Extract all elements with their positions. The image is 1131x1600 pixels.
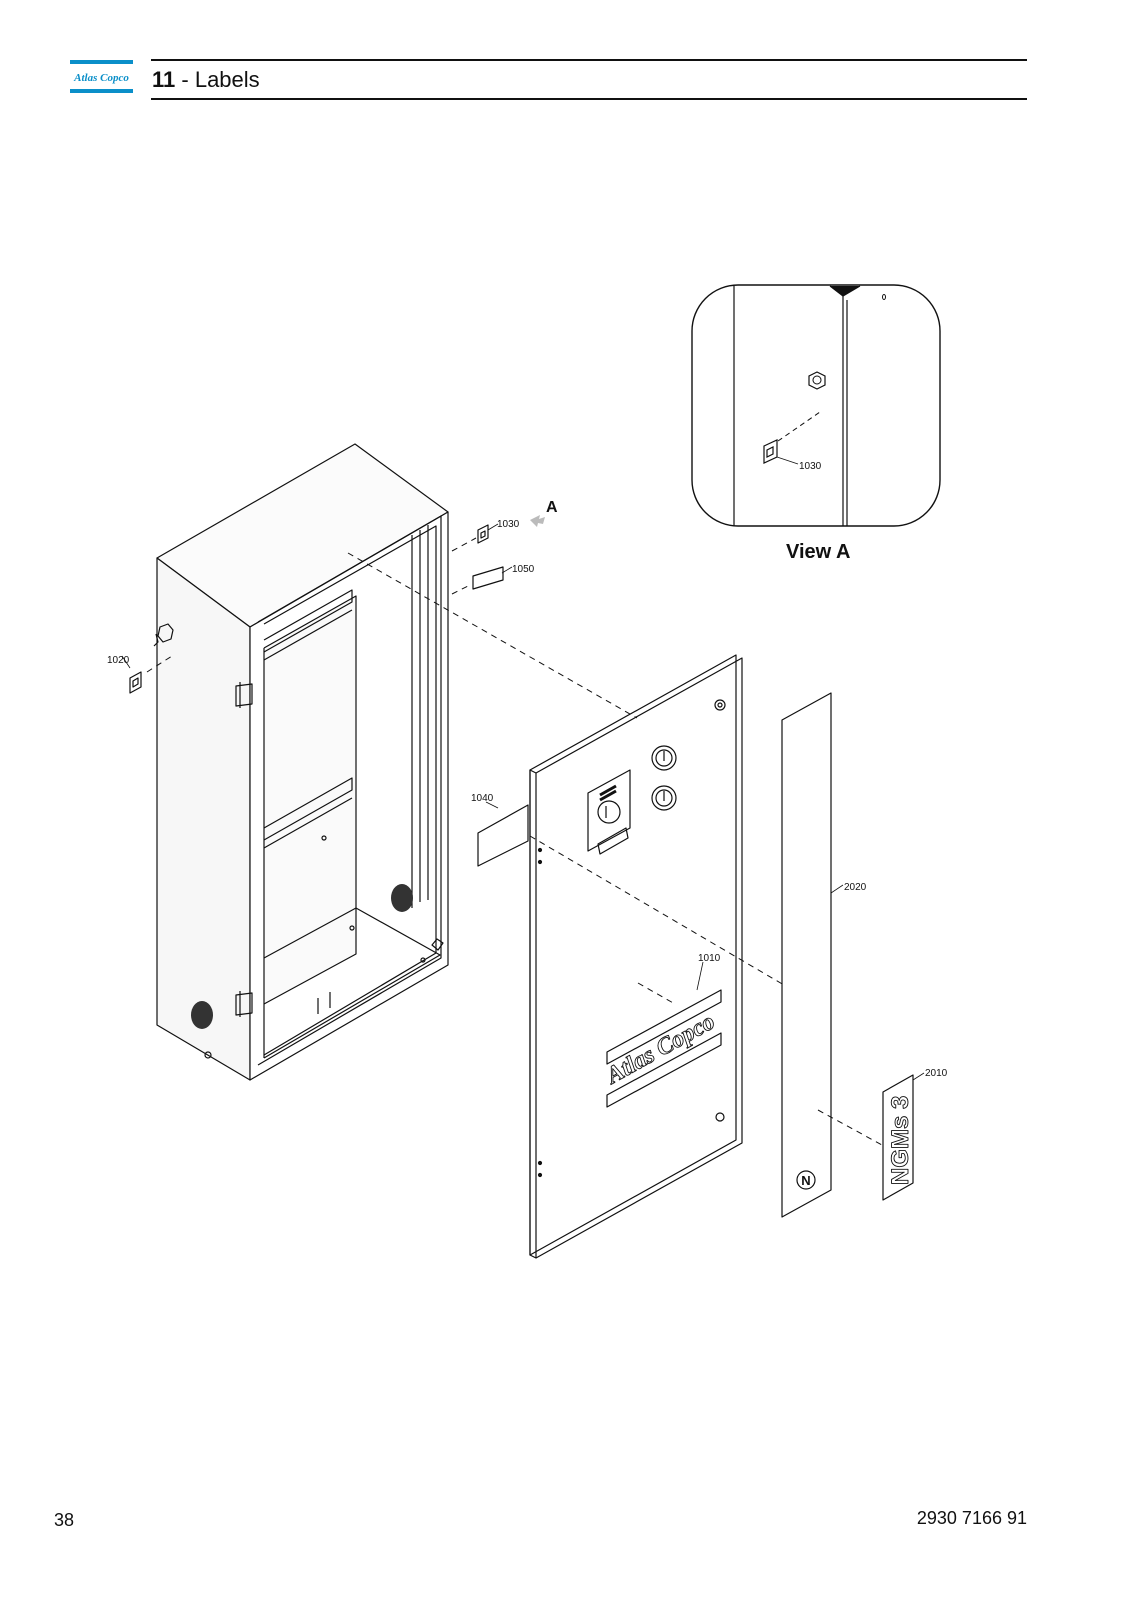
section-number: 11 bbox=[152, 67, 176, 92]
badge-text: N bbox=[801, 1173, 810, 1188]
label-1050-shape bbox=[472, 566, 504, 590]
callout-2020: 2020 bbox=[844, 882, 867, 893]
callout-1050: 1050 bbox=[512, 564, 535, 575]
label-strip-2020 bbox=[781, 692, 832, 1218]
callout-1020: 1020 bbox=[107, 655, 130, 666]
badge-circle bbox=[796, 1170, 816, 1190]
section-separator: - bbox=[175, 67, 195, 92]
page-title: 11 - Labels bbox=[152, 66, 260, 94]
label-1040-shape bbox=[477, 804, 529, 867]
leader-lines bbox=[121, 523, 925, 1081]
assembly-lines bbox=[146, 537, 883, 1146]
cabinet bbox=[153, 443, 449, 1081]
page-number: 38 bbox=[54, 1510, 75, 1530]
detail-view-title: View A bbox=[786, 541, 850, 563]
header-rule-bottom bbox=[151, 98, 1027, 100]
callout-2010: 2010 bbox=[925, 1068, 948, 1079]
callout-1030: 1030 bbox=[497, 519, 520, 530]
callout-1040: 1040 bbox=[471, 793, 494, 804]
header-rule-top bbox=[151, 59, 1027, 61]
document-number: 2930 7166 91 bbox=[916, 1508, 1027, 1528]
label-2010-shape bbox=[882, 1074, 914, 1201]
label-1020-shape bbox=[129, 671, 142, 694]
callout-1010: 1010 bbox=[698, 953, 721, 964]
section-title: Labels bbox=[194, 67, 260, 92]
door-panel: Atlas Copco bbox=[529, 654, 743, 1259]
view-marker: A bbox=[546, 499, 558, 516]
label-1030-shape bbox=[477, 524, 489, 544]
view-a-arrow-icon bbox=[530, 515, 545, 527]
detail-view-a: 1030 bbox=[691, 284, 941, 527]
atlas-copco-logo: Atlas Copco bbox=[70, 60, 133, 93]
detail-callout-1030: 1030 bbox=[799, 461, 822, 472]
logo-wordmark: Atlas Copco bbox=[73, 72, 129, 84]
product-label-text: NGMs 3 bbox=[887, 1096, 914, 1185]
